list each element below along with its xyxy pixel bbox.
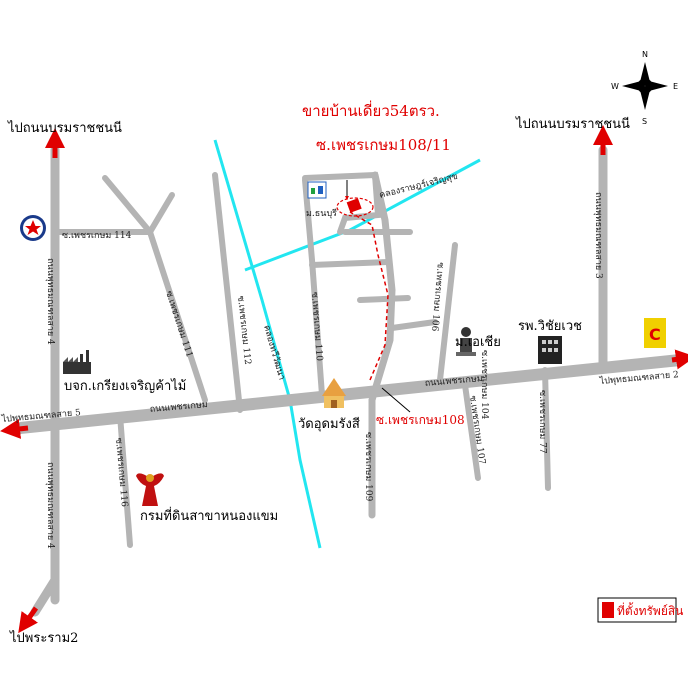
putt4-road-bottom: [30, 575, 60, 617]
village-loop: [302, 171, 382, 235]
village-icon: [307, 181, 327, 199]
asia-icon: [456, 327, 476, 356]
legend-swatch: [602, 602, 614, 618]
side-street-4: [389, 319, 438, 331]
arrow-right: [671, 349, 688, 370]
side-street-1: [309, 259, 391, 268]
soi-111-branch: [147, 192, 175, 235]
label-top-right-dest: ไปถนนบรมราชชนนี: [515, 116, 630, 132]
label-soi-114: ซ.เพชรเกษม 114: [62, 231, 132, 241]
label-canal-top: คลองราษฎร์เจริญสุข: [378, 170, 459, 201]
label-company: บจก.เกรียงเจริญค้าไม้: [64, 378, 186, 394]
soi-111-road: [102, 175, 208, 403]
soi-77-road: [542, 367, 551, 491]
svg-text:C: C: [649, 325, 661, 344]
label-soi-111: ซ.เพชรเกษม 111: [163, 290, 194, 359]
arrow-bottom-left: [18, 606, 39, 634]
soi-108-road: [368, 171, 396, 519]
label-village: ม.ธนบุรี: [306, 208, 337, 219]
svg-text:E: E: [673, 82, 678, 91]
hospital-icon: [538, 336, 562, 364]
label-soi-116: ซ.เพชรเกษม 116: [113, 437, 129, 507]
svg-text:W: W: [611, 82, 619, 91]
label-canal: คลองทวีวัฒนา: [261, 324, 287, 382]
phetkasem-road: [14, 354, 686, 434]
cmarket-icon: C: [644, 318, 666, 348]
soi-112-road: [212, 172, 243, 413]
label-soi-110: ซ.เพชรเกษม 110: [309, 292, 324, 362]
factory-icon: [63, 350, 91, 374]
title-line2: ซ.เพชรเกษม108/11: [316, 136, 451, 154]
arrow-left: [0, 418, 29, 439]
label-hospital: รพ.วิชัยเวช: [518, 319, 582, 334]
label-bottom-left-dest: ไปพระราม2: [9, 630, 78, 646]
svg-text:S: S: [642, 117, 647, 126]
soi-106-road: [437, 242, 458, 383]
label-soi-108: ซ.เพชรเกษม108: [376, 413, 465, 427]
roads: [14, 145, 686, 617]
label-soi-109: ซ.เพชรเกษม 109: [363, 432, 373, 502]
compass-icon: N S E W: [611, 50, 678, 126]
direction-arrows: [0, 125, 688, 634]
caltex-icon: [20, 215, 46, 241]
label-soi-106: ซ.เพชรเกษม 106: [429, 262, 445, 332]
temple-icon: [322, 378, 346, 408]
label-putt4-lower: ถนนพุทธมณฑลสาย 4: [45, 462, 55, 549]
label-putt3: ถนนพุทธมณฑลสาย 3: [593, 192, 603, 279]
label-temple: วัดอุดมรังสี: [298, 416, 360, 432]
title-line1: ขายบ้านเดี่ยว54ตรว.: [302, 100, 440, 120]
soi-116-road: [117, 412, 133, 548]
garuda-icon: [136, 473, 164, 506]
label-putt4: ถนนพุทธมณฑลสาย 4: [45, 258, 55, 345]
route-dashed: [349, 211, 389, 381]
svg-text:N: N: [642, 50, 648, 59]
legend: ที่ตั้งทรัพย์สิน: [597, 597, 683, 623]
soi-107-road: [462, 382, 481, 481]
property-marker: [346, 198, 362, 213]
label-land-office: กรมที่ดินสาขาหนองแขม: [140, 507, 278, 524]
property-highlight: [336, 197, 374, 217]
label-top-left-dest: ไปถนนบรมราชชนนี: [7, 120, 122, 136]
soi-110-road: [302, 177, 325, 398]
canals: [213, 139, 481, 549]
label-soi-77: ซ.เพชรเกษม 77: [537, 390, 547, 454]
side-street-2: [357, 295, 411, 303]
label-soi-104: ซ.เพชรเกษม 104: [479, 350, 489, 420]
soi108-pointer: [381, 387, 411, 413]
label-asia: ม.เอเชีย: [455, 334, 501, 350]
legend-label: ที่ตั้งทรัพย์สิน: [617, 602, 683, 618]
label-soi-112: ซ.เพชรเกษม 112: [235, 295, 252, 365]
